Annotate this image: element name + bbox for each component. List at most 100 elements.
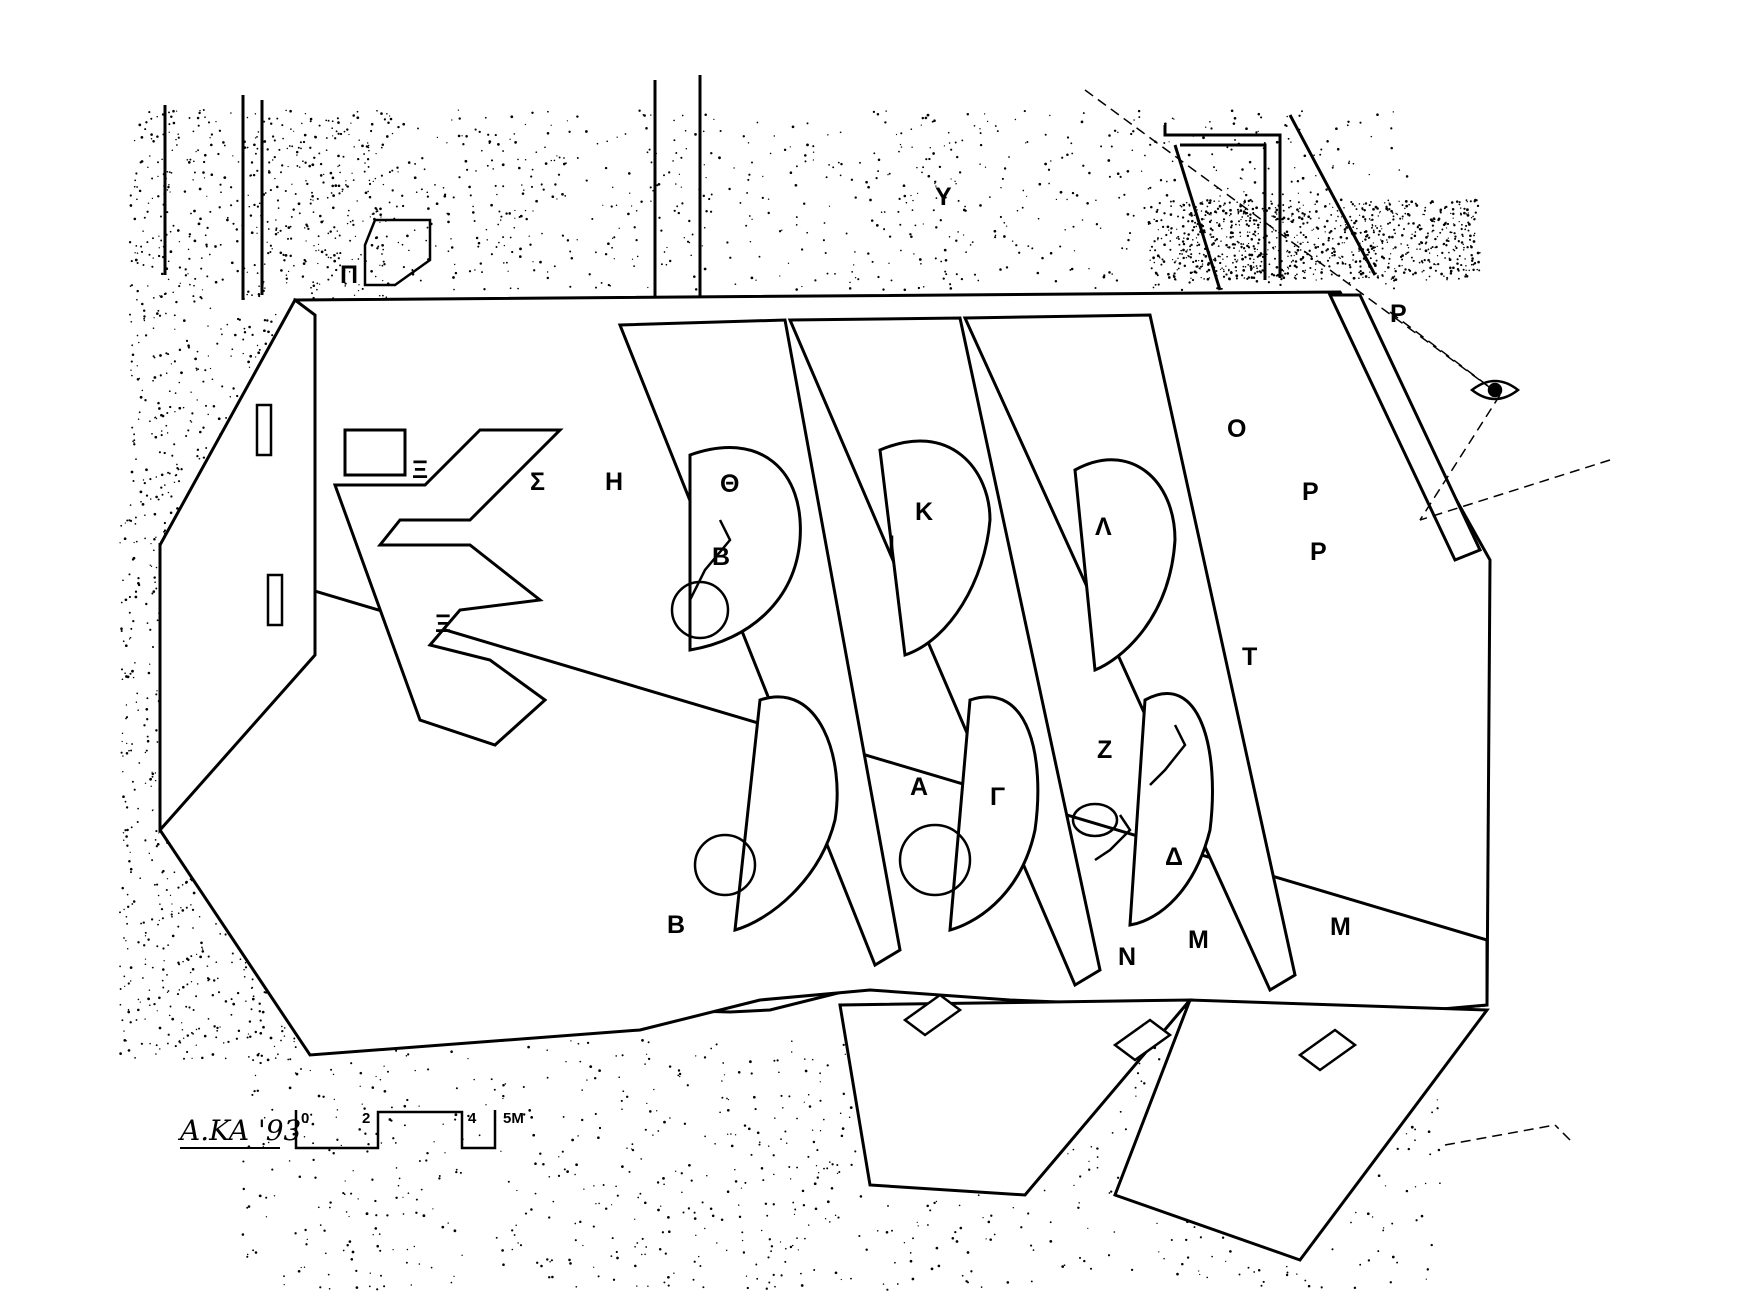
stipple-dot [1239,231,1242,234]
stipple-dot [1211,243,1214,246]
stipple-dot [1131,149,1134,152]
stipple-dot [1401,204,1404,207]
stipple-dot [1275,140,1279,144]
stipple-dot [263,1116,266,1119]
stipple-dot [916,166,918,169]
stipple-dot [773,1173,775,1176]
stipple-dot [1279,283,1282,287]
stipple-dot [795,165,798,168]
label-mu-right: Μ [1330,913,1351,941]
stipple-dot [710,193,713,196]
stipple-dot [262,1145,264,1148]
stipple-dot [1285,239,1288,243]
stipple-dot [380,112,383,115]
stipple-dot [352,1170,354,1172]
stipple-dot [1457,240,1460,243]
stipple-dot [1468,269,1470,272]
stipple-dot [329,1201,332,1204]
stipple-dot [819,1130,822,1132]
stipple-dot [641,1237,644,1240]
stipple-dot [958,171,962,174]
label-zeta: Ζ [1097,736,1112,764]
stipple-dot [196,448,200,451]
stipple-dot [1337,242,1340,246]
stipple-dot [127,905,130,908]
stipple-dot [718,156,721,160]
stipple-dot [367,144,370,147]
stipple-dot [1473,218,1476,221]
stipple-dot [594,251,597,254]
stipple-dot [1183,264,1187,268]
stipple-dot [604,252,608,256]
label-xi-lower: Ξ [435,610,451,638]
stipple-dot [253,1089,256,1093]
stipple-dot [765,1287,768,1290]
stipple-dot [168,131,170,133]
stipple-dot [912,199,914,202]
stipple-dot [849,281,851,284]
stipple-dot [1387,199,1390,202]
stipple-dot [1276,237,1278,239]
stipple-dot [1371,223,1374,226]
stipple-dot [1244,193,1248,197]
stipple-dot [577,1135,579,1137]
stipple-dot [1260,116,1263,119]
stipple-dot [185,339,189,343]
stipple-dot [1309,191,1312,194]
stipple-dot [1296,208,1299,211]
stipple-dot [166,432,169,434]
stipple-dot [292,1132,296,1136]
stipple-dot [955,183,957,185]
stipple-dot [136,198,138,201]
stipple-dot [1247,246,1251,249]
stipple-dot [660,263,663,266]
stipple-dot [367,146,370,149]
stipple-dot [169,405,172,409]
stipple-dot [825,176,828,179]
stipple-dot [124,800,127,803]
stipple-dot [888,172,891,175]
stipple-dot [303,227,306,229]
stipple-dot [415,1211,418,1214]
stipple-dot [1321,243,1325,246]
stipple-dot [123,1030,125,1032]
stipple-dot [550,1259,553,1262]
stipple-dot [1364,230,1368,233]
stipple-dot [1355,208,1358,211]
stipple-dot [427,207,430,210]
stipple-dot [435,202,439,206]
stipple-dot [309,120,312,123]
stipple-dot [124,598,128,602]
stipple-dot [130,826,133,829]
stipple-dot [206,226,209,230]
stipple-dot [380,1274,382,1277]
stipple-dot [215,961,218,964]
stipple-dot [1320,271,1323,274]
stipple-dot [1428,275,1431,278]
stipple-dot [1252,219,1256,222]
stipple-dot [274,177,276,180]
stipple-dot [125,675,128,678]
stipple-dot [947,131,950,134]
stipple-dot [1283,232,1286,235]
stipple-dot [144,334,148,337]
stipple-dot [705,176,707,179]
stipple-dot [1255,131,1258,134]
stipple-dot [1173,178,1177,182]
stipple-dot [1452,248,1455,251]
stipple-dot [804,1237,806,1240]
stipple-dot [221,333,223,336]
stipple-dot [121,740,123,743]
stipple-dot [164,292,167,295]
stipple-dot [954,141,957,144]
stipple-dot [192,295,195,298]
stipple-dot [1182,256,1185,260]
stipple-dot [268,169,270,172]
stipple-dot [137,583,141,587]
stipple-dot [1154,283,1157,286]
stipple-dot [960,277,964,281]
stipple-dot [857,278,860,281]
stipple-dot [333,1098,335,1101]
stipple-dot [352,223,355,227]
stipple-dot [1216,207,1220,210]
